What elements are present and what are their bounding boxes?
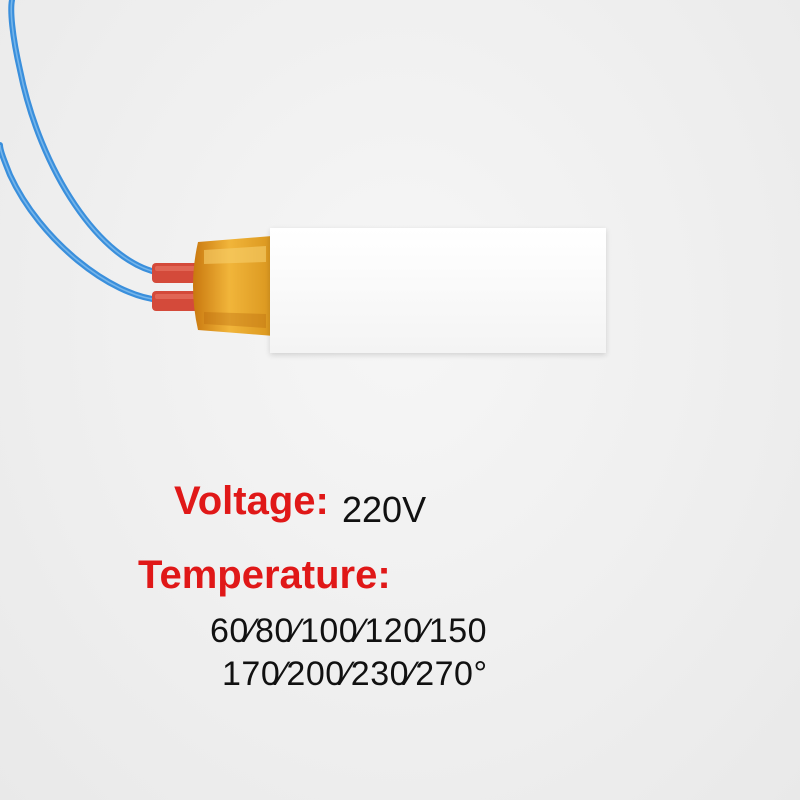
temperature-label: Temperature: — [138, 553, 391, 597]
wire-upper — [8, 0, 163, 276]
voltage-value: 220V — [342, 489, 427, 530]
temperature-values-line-1: 60∕80∕100∕120∕150 — [210, 612, 488, 650]
voltage-label: Voltage: — [174, 479, 329, 523]
wire-lower — [0, 142, 163, 303]
ptc-heater-element-icon — [0, 0, 606, 353]
ceramic-plate — [270, 228, 606, 353]
temperature-values-line-2: 170∕200∕230∕270° — [222, 655, 488, 693]
